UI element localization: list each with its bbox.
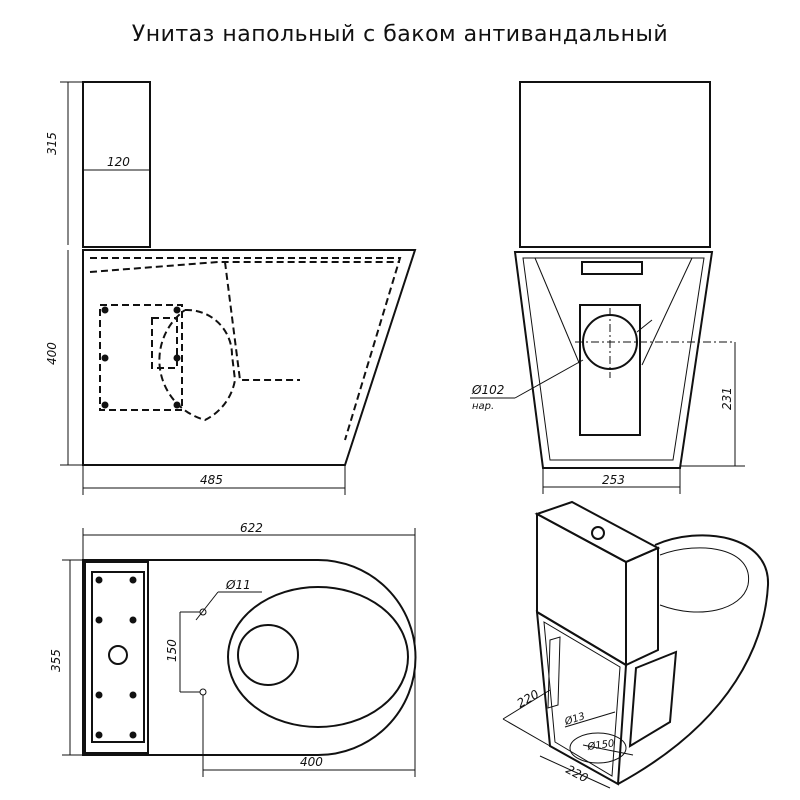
dim-tank-depth: 120 — [107, 155, 130, 169]
plan-view: 622 355 Ø11 150 400 — [49, 521, 417, 777]
dim-outlet-height: 231 — [720, 387, 734, 410]
dim-hole-diameter: Ø11 — [225, 578, 251, 592]
dim-length: 485 — [200, 473, 223, 487]
side-view: 315 120 400 485 — [45, 81, 417, 495]
dim-outlet-note: нар. — [472, 401, 494, 412]
dim-outlet-diameter: Ø102 — [471, 383, 504, 397]
dim-total-length: 622 — [240, 521, 263, 535]
dim-bowl-height: 400 — [45, 342, 59, 365]
isometric-view: 220 220 Ø13 Ø150 — [502, 500, 770, 789]
dim-hole-to-front: 400 — [300, 755, 323, 769]
dim-hole-spacing: 150 — [165, 639, 179, 662]
dim-width: 355 — [49, 649, 63, 672]
iso-dim-depth: 220 — [515, 687, 542, 711]
iso-dim-outlet: Ø150 — [586, 737, 615, 753]
front-view: Ø102 нар. 231 253 — [470, 81, 745, 494]
dim-tank-height: 315 — [45, 132, 59, 155]
iso-dim-hole: Ø13 — [562, 710, 586, 728]
drawing-title: Унитаз напольный с баком антивандальный — [131, 22, 669, 47]
dim-base-width: 253 — [602, 473, 625, 487]
